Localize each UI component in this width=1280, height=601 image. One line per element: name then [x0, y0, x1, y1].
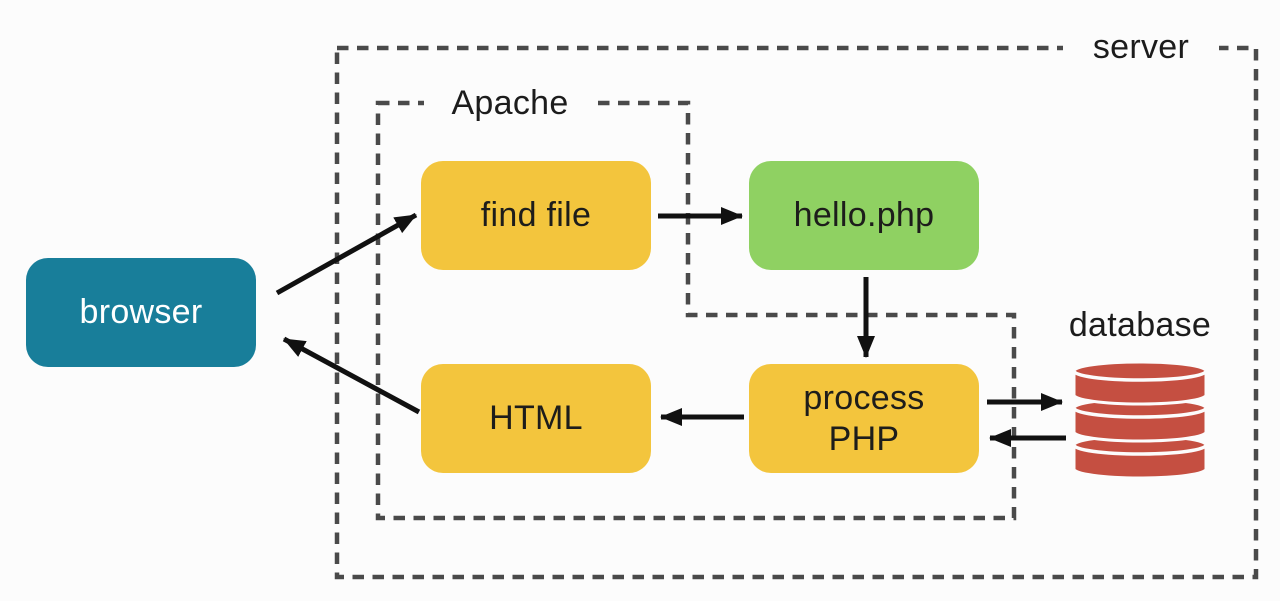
database-disc-bottom — [1072, 434, 1208, 480]
apache-container-label: Apache — [424, 81, 596, 125]
database-label: database — [1068, 305, 1212, 344]
database-icon — [1072, 360, 1208, 480]
node-html: HTML — [421, 364, 651, 473]
node-process-php: process PHP — [749, 364, 979, 473]
node-browser: browser — [26, 258, 256, 367]
apache-container-outline — [375, 100, 1017, 521]
node-hello-php: hello.php — [749, 161, 979, 270]
database-disc-middle — [1072, 397, 1208, 443]
server-container-label: server — [1063, 25, 1219, 69]
node-find-file: find file — [421, 161, 651, 270]
server-container-outline — [334, 45, 1259, 580]
database-disc-top — [1072, 360, 1208, 406]
edge-browser-to-find-file — [275, 212, 418, 296]
edge-html-to-browser — [282, 336, 421, 415]
